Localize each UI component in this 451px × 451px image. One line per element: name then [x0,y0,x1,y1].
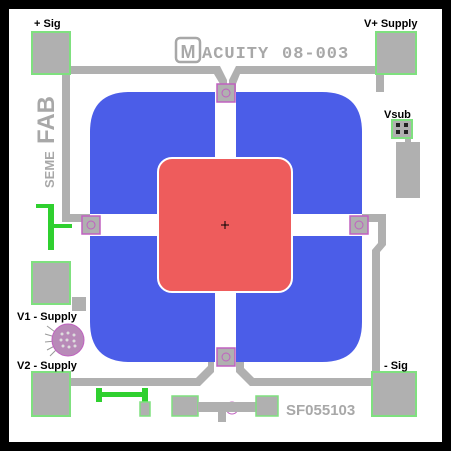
pad-vplus-supply [375,31,417,75]
pad-plus-sig [31,31,71,75]
vendor-prefix: SEME [42,151,57,188]
vendor-suffix: FAB [33,96,60,144]
pad-v2-supply [31,371,71,417]
v1-circular-structure [44,323,85,357]
part-code: 08-003 [282,45,349,64]
pad-minus-sig [371,371,417,417]
label-plus-sig: + Sig [34,18,61,30]
pad-v1-supply [31,261,71,305]
product-name: ACUITY [202,45,269,64]
via-top [216,83,236,103]
test-structure-bottom [96,388,148,402]
via-left [81,215,101,235]
pad-vsub [391,119,413,139]
logo-letter: M [181,42,196,62]
label-v2-supply: V2 - Supply [17,360,78,372]
label-vsub: Vsub [384,109,411,121]
serial-number: SF055103 [286,402,355,419]
via-contacts [81,83,369,367]
via-right [349,215,369,235]
label-minus-sig: - Sig [384,360,408,372]
acuity-logo: M [174,36,202,64]
via-bottom [216,347,236,367]
label-vplus-supply: V+ Supply [364,18,418,30]
metal-traces [62,66,420,386]
test-pad-bottom [139,401,151,417]
label-v1-supply: V1 - Supply [17,311,78,323]
vendor-logo: SEME FAB [33,96,60,188]
vsub-contacts [396,123,408,134]
bottom-test-block [171,395,279,422]
bond-pads [31,31,417,417]
center-crosshair [221,221,229,229]
test-structure-left [36,204,72,250]
